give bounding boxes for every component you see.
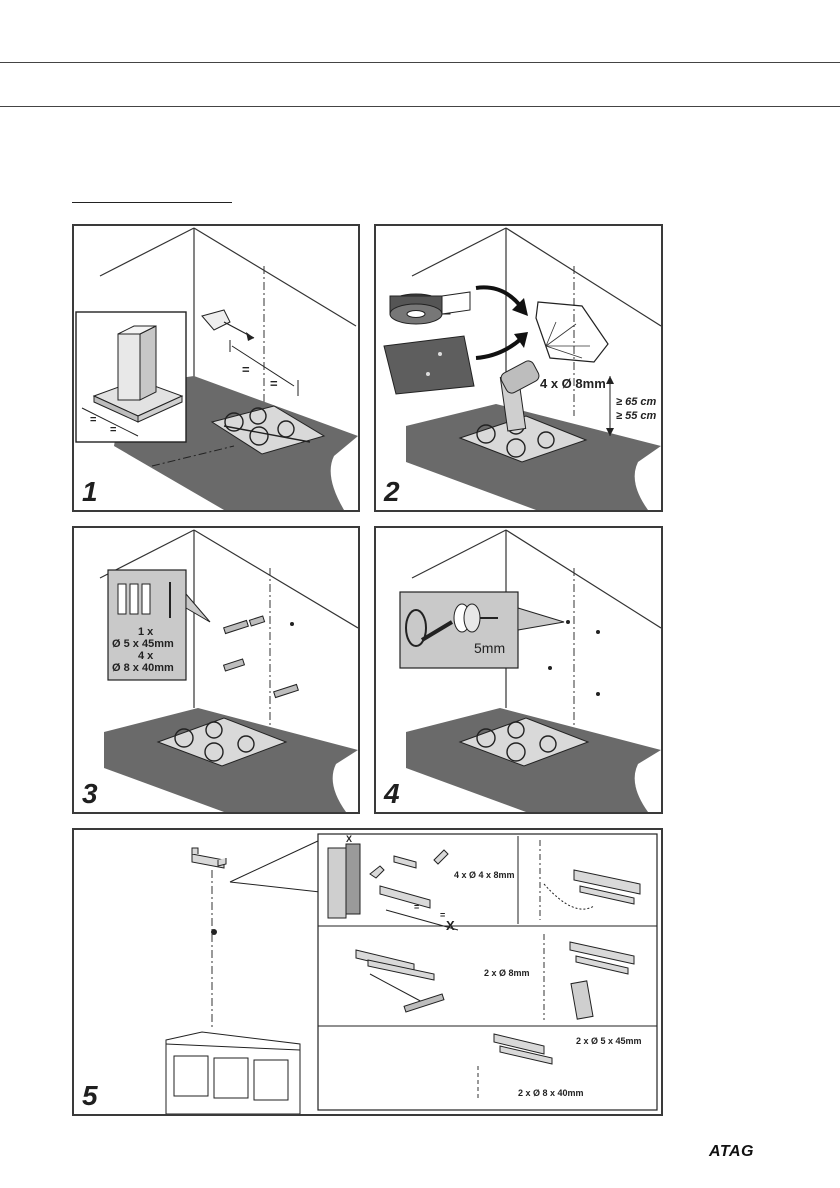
height-min-label: ≥ 65 cm [616,396,656,408]
step-2-illustration [376,226,661,510]
drill-spec-label: 4 x Ø 8mm [540,376,606,391]
step-number: 2 [384,476,400,508]
equal-mark-a: = [414,902,419,912]
step-5-panel: X 4 x Ø 4 x 8mm = = X 2 x Ø 8mm 2 x Ø 5 … [72,828,663,1116]
bracket-drill-label: 4 x Ø 4 x 8mm [454,870,515,880]
equal-mark-4: = [110,424,116,436]
width-x-top-label: X [346,834,352,844]
equal-mark-3: = [90,414,96,426]
step-number: 5 [82,1080,98,1112]
screw-size: Ø 5 x 45mm [112,638,174,650]
section-heading-underline [72,202,232,203]
plug-size: Ø 8 x 40mm [112,662,174,674]
step-5-illustration [74,830,661,1114]
header-rule-top [0,62,840,63]
width-x-label: X [446,918,455,933]
atag-logo: ATAG [709,1143,754,1161]
step-number: 4 [384,778,400,810]
step-4-panel: 5mm 4 [374,526,663,814]
step-number: 3 [82,778,98,810]
height-alt-label: ≥ 55 cm [616,410,656,422]
screw-count: 1 x [138,626,153,638]
step-3-panel: 1 x Ø 5 x 45mm 4 x Ø 8 x 40mm 3 [72,526,360,814]
depth-label: 5mm [474,640,505,656]
step-number: 1 [82,476,98,508]
step-4-illustration [376,528,661,812]
plug-spec-label: 2 x Ø 8 x 40mm [518,1088,584,1098]
header-rule-bottom [0,106,840,107]
equal-mark-2: = [270,376,278,391]
step-1-illustration [74,226,358,510]
wall-drill-label: 2 x Ø 8mm [484,968,530,978]
equal-mark-1: = [242,362,250,377]
step-2-panel: 4 x Ø 8mm ≥ 65 cm ≥ 55 cm 2 [374,224,663,512]
screw-spec-label: 2 x Ø 5 x 45mm [576,1036,642,1046]
plug-count: 4 x [138,650,153,662]
equal-mark-b: = [440,910,445,920]
step-1-panel: = = = = 1 [72,224,360,512]
